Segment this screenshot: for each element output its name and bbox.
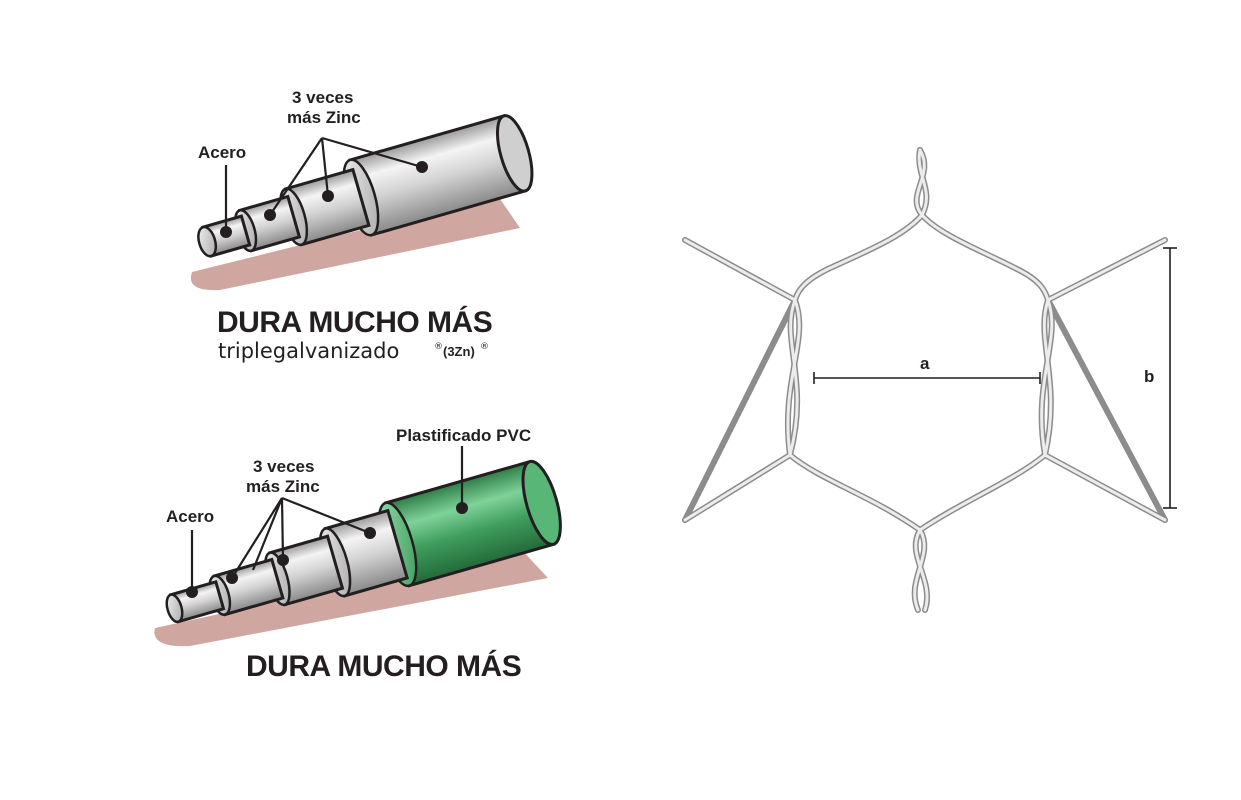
bottom-headline: DURA MUCHO MÁS (246, 649, 521, 683)
top-steel-core (197, 214, 252, 258)
dimension-b-line (1163, 247, 1177, 509)
dimension-b-label: b (1144, 367, 1154, 386)
top-label-zinc-line1: 3 veces (292, 88, 353, 107)
brand-mark: ® (434, 342, 443, 352)
bottom-label-zinc-line1: 3 veces (253, 457, 314, 476)
dimension-a-label: a (920, 354, 930, 373)
bottom-dot-zinc-3 (364, 527, 376, 539)
bottom-label-zinc-line2: más Zinc (246, 477, 320, 496)
top-dot-zinc-2 (322, 190, 334, 202)
top-cable-illustration: Acero 3 veces más Zinc DURA MUCHO MÁS tr… (190, 88, 534, 363)
bottom-steel-core (165, 579, 226, 624)
bottom-cable-illustration: Acero 3 veces más Zinc Plastificado PVC … (154, 426, 562, 683)
top-dot-zinc-1 (264, 209, 276, 221)
top-dot-acero (220, 226, 232, 238)
bottom-callouts (190, 446, 464, 592)
brand-suffix-mark: ® (480, 342, 489, 352)
bottom-dot-pvc (456, 502, 468, 514)
brand-name: triplegalvanizado (218, 339, 399, 363)
bottom-dot-zinc-2 (277, 554, 289, 566)
top-headline: DURA MUCHO MÁS (217, 305, 492, 339)
bottom-pvc-layer (377, 459, 562, 588)
bottom-dot-zinc-1 (226, 572, 238, 584)
bottom-label-acero: Acero (166, 507, 214, 526)
top-dot-zinc-3 (416, 161, 428, 173)
top-label-acero: Acero (198, 143, 246, 162)
hexagonal-mesh-diagram: a b (682, 147, 1177, 613)
bottom-dot-acero (186, 586, 198, 598)
top-cable-shadow (190, 196, 521, 291)
dimension-a-line (813, 372, 1041, 384)
top-callouts (224, 136, 423, 232)
mesh-wires (682, 147, 1168, 613)
bottom-label-pvc: Plastificado PVC (396, 426, 531, 445)
brand-suffix: (3Zn) (443, 344, 475, 359)
top-label-zinc-line2: más Zinc (287, 108, 361, 127)
